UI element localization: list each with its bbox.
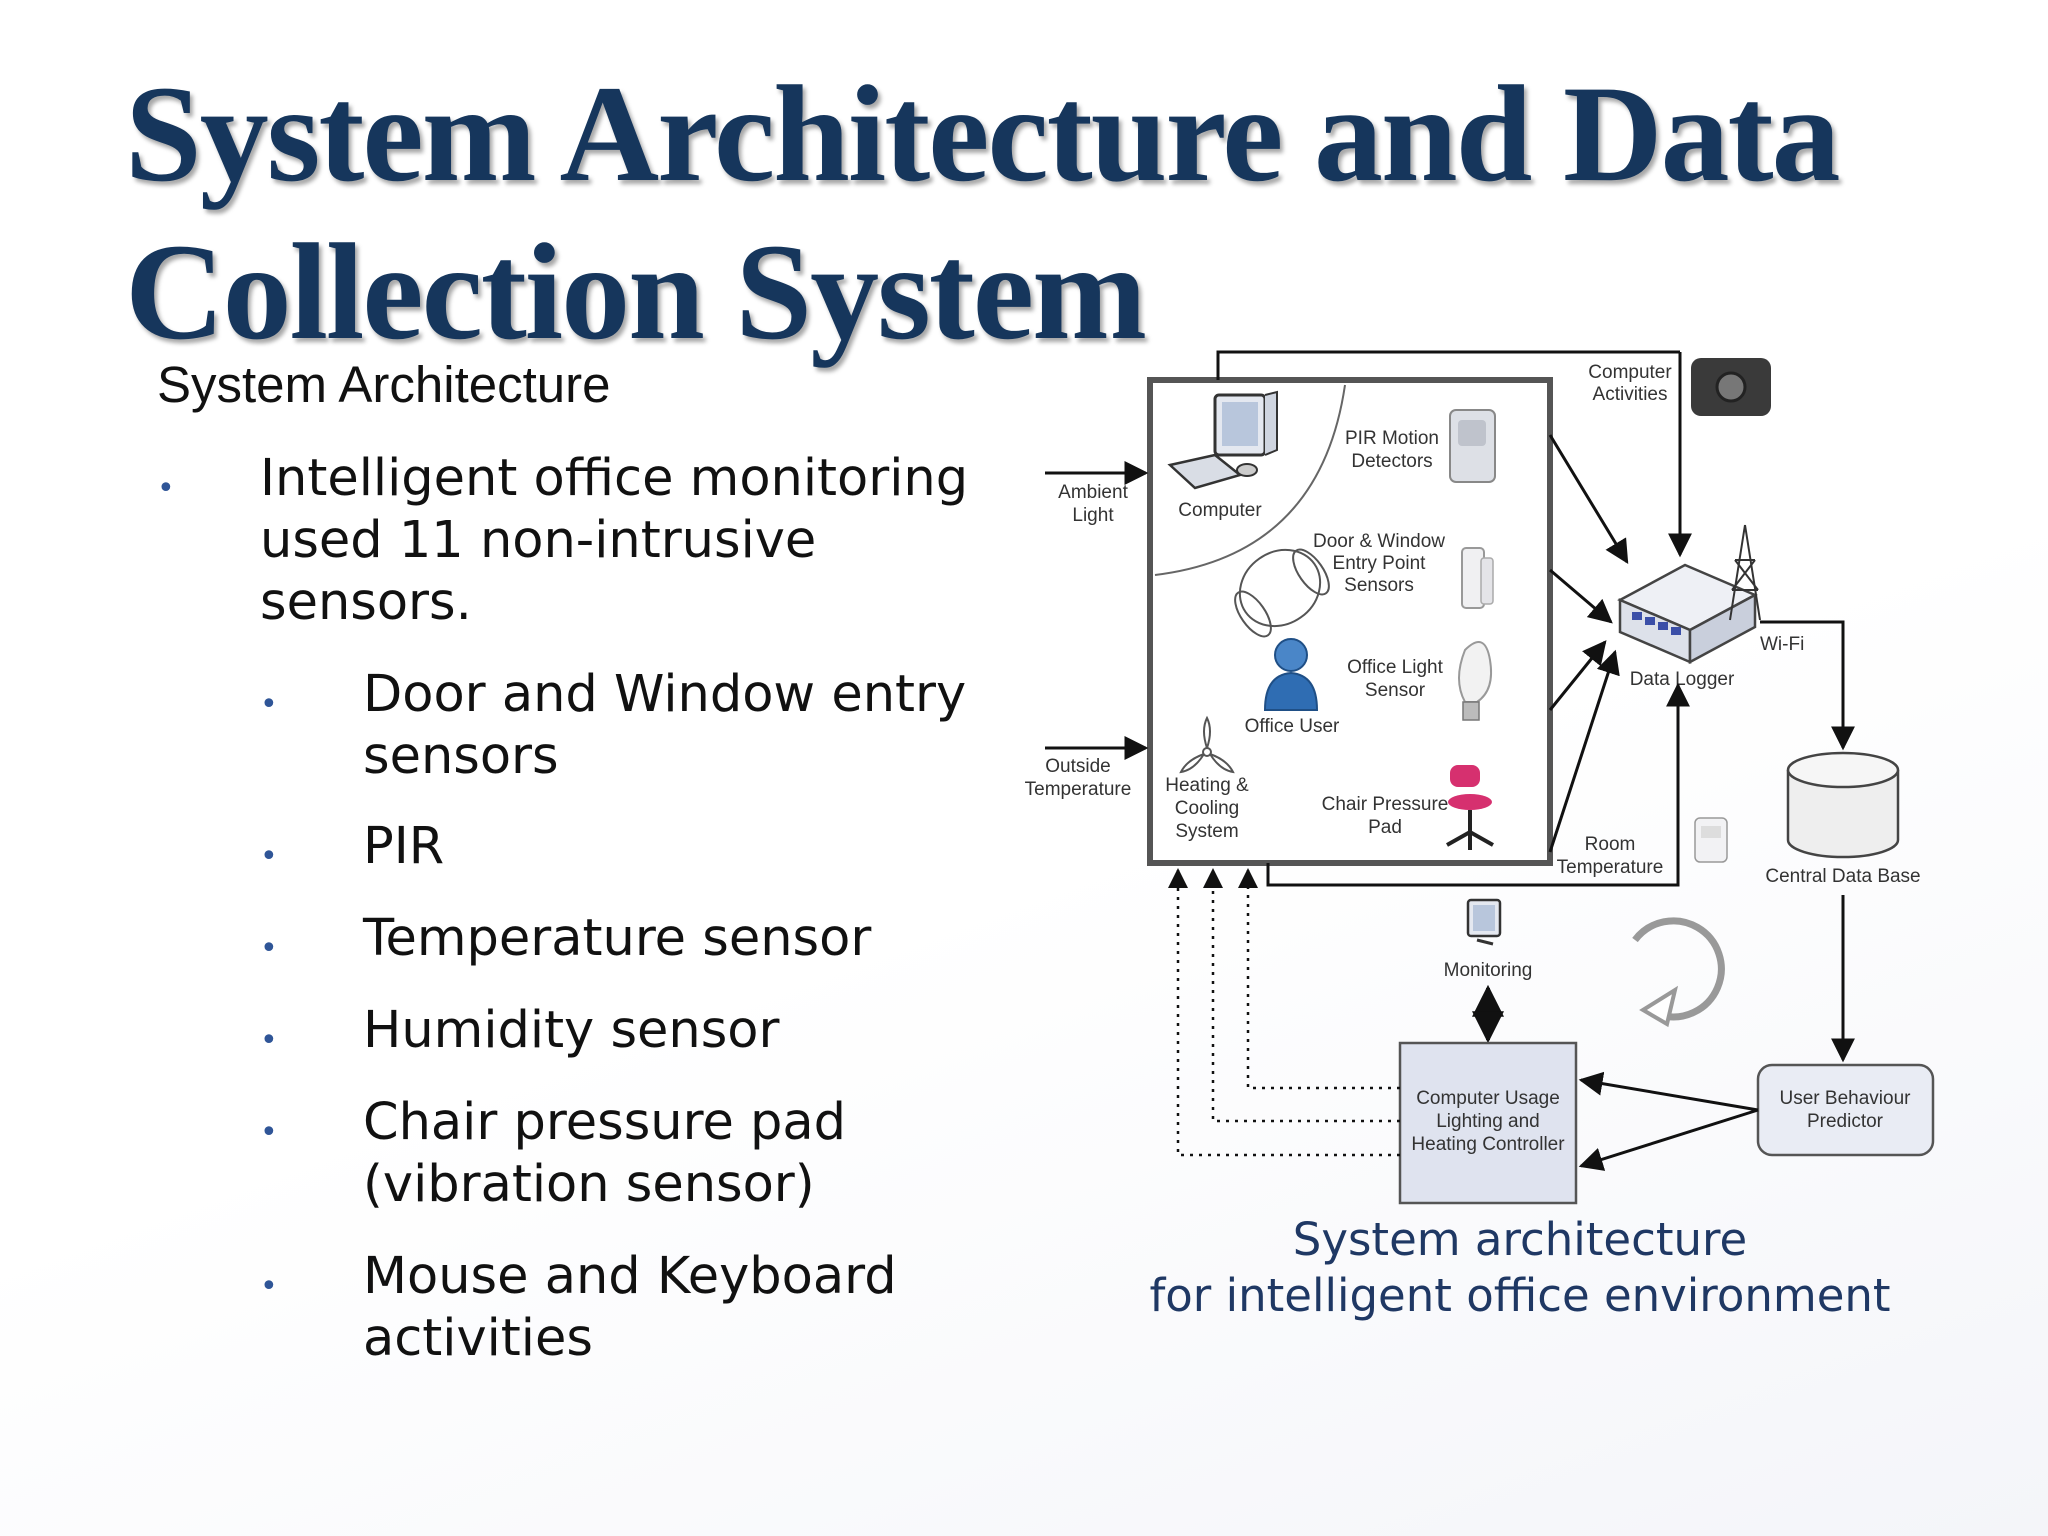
monitor-icon — [1466, 898, 1502, 946]
figure-caption: System architecture for intelligent offi… — [1100, 1212, 1940, 1324]
sub-bullet-item: • Door and Window entry sensors — [260, 664, 1020, 788]
data-logger-icon — [1617, 563, 1758, 665]
control-line — [1203, 868, 1400, 1123]
control-line — [1168, 868, 1400, 1157]
slide-title: System Architecture and Data Collection … — [125, 57, 1841, 368]
light-bulb-icon — [1458, 641, 1493, 721]
wifi-tower-icon — [1729, 524, 1761, 621]
computer-label: Computer — [1178, 500, 1262, 521]
data-logger-label: Data Logger — [1630, 669, 1735, 690]
door-window-label: Sensors — [1344, 575, 1414, 596]
caption-line: for intelligent office environment — [1149, 1269, 1891, 1322]
door-window-label: Door & Window — [1313, 531, 1445, 552]
sub-bullet-item: • Temperature sensor — [260, 908, 1020, 970]
ambient-light-label: Light — [1072, 505, 1114, 526]
heating-cooling-label: Heating & — [1165, 775, 1249, 796]
room-temperature-arrow — [1266, 682, 1690, 887]
control-line — [1238, 868, 1400, 1090]
office-chair-icon — [1446, 765, 1494, 850]
heating-cooling-label: System — [1175, 821, 1238, 842]
bullet-dot: • — [260, 931, 278, 966]
bullet-dot: • — [260, 1115, 278, 1150]
outside-temperature-label: Temperature — [1025, 779, 1132, 800]
cycle-arrow-icon — [1632, 917, 1725, 1028]
sub-bullet-item: • Chair pressure pad (vibration sensor) — [260, 1092, 1020, 1216]
wifi-label: Wi-Fi — [1760, 634, 1804, 655]
controller-label: Lighting and — [1436, 1111, 1540, 1132]
architecture-diagram: Computer Activities Ambient Light Comput… — [1025, 350, 1935, 1205]
heating-cooling-label: Cooling — [1175, 798, 1239, 819]
office-light-label: Sensor — [1365, 680, 1426, 701]
connector-line — [1216, 350, 1350, 380]
sensor-data-arrow — [1548, 649, 1620, 853]
bullet-text: PIR — [363, 817, 445, 876]
office-user-label: Office User — [1245, 716, 1340, 737]
office-user-icon — [1263, 638, 1319, 711]
sub-bullet-item: • PIR — [260, 816, 1020, 878]
office-light-label: Office Light — [1347, 657, 1443, 678]
bullet-dot: • — [260, 687, 278, 722]
database-icon — [1786, 751, 1900, 859]
sensor-data-arrow — [1548, 640, 1607, 711]
sensor-data-arrow — [1548, 434, 1629, 565]
bullet-text: Chair pressure pad (vibration sensor) — [363, 1093, 847, 1214]
caption-line: System architecture — [1292, 1213, 1748, 1266]
controller-box — [1398, 1041, 1578, 1205]
room-temperature-label: Temperature — [1557, 857, 1664, 878]
central-database-label: Central Data Base — [1765, 866, 1920, 887]
monitoring-label: Monitoring — [1444, 960, 1533, 981]
computer-activities-label: Activities — [1593, 384, 1668, 405]
bullet-text: Mouse and Keyboard activities — [363, 1247, 897, 1368]
bullet-dot: • — [260, 1023, 278, 1058]
office-chair-outline-icon — [1234, 548, 1330, 638]
fan-icon — [1179, 715, 1235, 774]
sub-bullet-item: • Humidity sensor — [260, 1000, 1020, 1062]
outside-temperature-label: Outside — [1045, 756, 1110, 777]
door-window-label: Entry Point — [1333, 553, 1427, 574]
predictor-to-controller-arrow — [1578, 1108, 1759, 1171]
door-sensor-icon — [1461, 547, 1494, 609]
bullet-dot: • — [157, 471, 175, 506]
pir-label: PIR Motion — [1345, 428, 1439, 449]
pir-sensor-icon — [1449, 409, 1496, 483]
sub-bullet-item: • Mouse and Keyboard activities — [260, 1246, 1020, 1370]
predictor-label: User Behaviour — [1780, 1088, 1912, 1109]
chair-pressure-label: Pad — [1368, 817, 1402, 838]
bullet-dot: • — [260, 839, 278, 874]
computer-activities-label: Computer — [1588, 362, 1672, 383]
predictor-box — [1756, 1063, 1935, 1157]
ambient-light-label: Ambient — [1058, 482, 1128, 503]
thermometer-icon — [1694, 817, 1728, 863]
computer-icon — [1167, 390, 1278, 490]
bullet-text: Door and Window entry sensors — [363, 665, 967, 786]
predictor-to-controller-arrow — [1578, 1071, 1759, 1112]
computer-zone-arc — [1154, 384, 1346, 576]
sensor-data-arrow — [1549, 568, 1613, 624]
wifi-to-database-arrow — [1760, 620, 1855, 751]
pir-label: Detectors — [1351, 451, 1432, 472]
controller-label: Heating Controller — [1411, 1134, 1565, 1155]
bullet-text: Temperature sensor — [363, 909, 872, 968]
room-temperature-label: Room — [1585, 834, 1636, 855]
bullet-text: Intelligent office monitoring used 11 no… — [260, 449, 969, 632]
controller-label: Computer Usage — [1416, 1088, 1560, 1109]
bullet-item: • Intelligent office monitoring used 11 … — [157, 448, 1017, 638]
chair-pressure-label: Chair Pressure — [1322, 794, 1449, 815]
predictor-label: Predictor — [1807, 1111, 1884, 1132]
bullet-text: Humidity sensor — [363, 1001, 780, 1060]
section-subtitle: System Architecture — [157, 356, 611, 413]
bullet-dot: • — [260, 1269, 278, 1304]
current-sensor-icon — [1691, 358, 1771, 416]
